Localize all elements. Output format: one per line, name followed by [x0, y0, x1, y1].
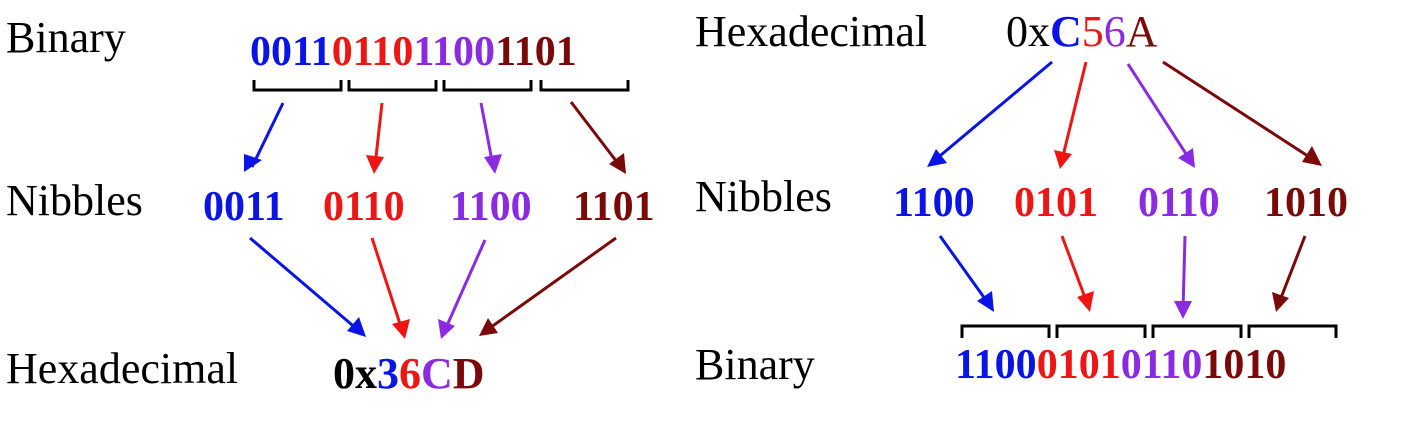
left-bracket-3 [442, 80, 533, 92]
left-arrowhead-maroon-2 [479, 318, 498, 336]
right-arrowhead-purple-1 [1178, 148, 1195, 168]
right-arrow-maroon-1 [1162, 60, 1315, 162]
left-arrow-blue-2 [249, 236, 359, 332]
right-arrowhead-purple-2 [1174, 301, 1192, 319]
right-binary-label: Binary [695, 340, 815, 389]
left-arrow-red-2 [370, 237, 404, 331]
right-arrowhead-maroon-1 [1302, 146, 1322, 166]
left-arrow-blue-1 [250, 102, 285, 168]
right-nibbles-row: 1100 0101 0110 1010 [893, 180, 1348, 226]
right-hex-digit-1: C [1050, 7, 1082, 56]
right-arrowhead-blue-1 [927, 149, 947, 167]
left-bracket-1 [252, 80, 343, 92]
right-bracket-2 [1055, 324, 1147, 338]
right-binary-nibble-2: 0101 [1037, 342, 1121, 388]
right-hex-value: 0xC56A [1006, 7, 1158, 56]
left-arrow-maroon-2 [486, 236, 617, 332]
left-binary-nibble-4: 1101 [495, 29, 577, 75]
left-arrow-purple-1 [479, 102, 495, 167]
left-arrowhead-blue-1 [244, 154, 262, 172]
right-arrowhead-maroon-2 [1272, 292, 1289, 312]
left-binary-nibble-2: 0110 [332, 29, 414, 75]
right-bracket-3 [1151, 324, 1243, 338]
left-nibble-2: 0110 [323, 184, 405, 230]
right-arrow-blue-2 [938, 235, 990, 304]
right-nibble-1: 1100 [893, 180, 975, 226]
left-arrowhead-purple-1 [484, 154, 502, 174]
right-arrow-red-1 [1060, 61, 1088, 161]
right-nibble-4: 1010 [1264, 180, 1348, 226]
right-arrows-hex-to-nibbles [927, 60, 1322, 169]
right-hex-prefix: 0x [1006, 7, 1050, 56]
left-arrows-nibbles-to-hex [249, 236, 617, 339]
left-arrow-red-1 [373, 102, 384, 167]
right-arrows-nibbles-to-binary [938, 235, 1307, 319]
left-bracket-2 [347, 80, 438, 92]
left-arrowhead-maroon-1 [609, 153, 626, 174]
left-arrowhead-purple-2 [438, 319, 455, 339]
right-hex-digit-3: 6 [1104, 7, 1126, 56]
left-nibble-1: 0011 [203, 184, 285, 230]
left-hex-prefix: 0x [333, 349, 377, 398]
right-arrowhead-red-1 [1054, 150, 1072, 169]
left-binary-label: Binary [6, 13, 126, 62]
right-nibble-2: 0101 [1014, 180, 1098, 226]
right-arrow-blue-1 [934, 60, 1053, 162]
left-nibbles-label: Nibbles [6, 176, 143, 225]
right-nibble-3: 0110 [1138, 180, 1220, 226]
left-arrows-binary-to-nibbles [244, 101, 626, 174]
right-binary-nibble-4: 1010 [1202, 342, 1286, 388]
left-nibble-3: 1100 [450, 184, 532, 230]
right-arrowhead-red-2 [1077, 291, 1094, 312]
left-hex-digit-3: C [421, 349, 453, 398]
right-arrow-purple-2 [1181, 235, 1187, 311]
left-binary-brackets [252, 80, 630, 92]
left-hex-digit-4: D [453, 349, 485, 398]
left-nibbles-row: 0011 0110 1100 1101 [203, 184, 655, 230]
left-binary-string: 0011011011001101 [250, 29, 577, 75]
left-panel-binary-to-hex: Binary Nibbles Hexadecimal 0011011011001… [6, 13, 655, 398]
left-arrowhead-blue-2 [347, 317, 366, 337]
left-bracket-4 [539, 80, 630, 92]
right-binary-nibble-3: 0110 [1121, 342, 1203, 388]
left-binary-nibble-1: 0011 [250, 29, 332, 75]
left-binary-nibble-3: 1100 [413, 29, 495, 75]
right-arrowhead-blue-2 [977, 291, 994, 312]
left-arrow-purple-2 [443, 239, 487, 331]
left-hex-digit-2: 6 [399, 349, 421, 398]
right-binary-brackets [960, 324, 1338, 338]
right-bracket-1 [960, 324, 1051, 338]
right-bracket-4 [1247, 324, 1338, 338]
right-arrow-purple-1 [1126, 63, 1192, 161]
left-hex-label: Hexadecimal [6, 344, 238, 393]
right-nibbles-label: Nibbles [695, 172, 832, 221]
left-arrow-maroon-1 [569, 101, 622, 167]
right-hex-digit-4: A [1126, 7, 1158, 56]
left-arrowhead-red-2 [392, 319, 410, 339]
right-arrow-maroon-2 [1277, 235, 1307, 304]
right-hex-digit-2: 5 [1082, 7, 1104, 56]
right-panel-hex-to-binary: Hexadecimal Nibbles Binary 0xC56A 1100 0… [695, 7, 1348, 389]
left-hex-value: 0x36CD [333, 349, 485, 398]
left-hex-digit-1: 3 [377, 349, 399, 398]
right-arrow-red-2 [1060, 235, 1089, 304]
right-hex-label: Hexadecimal [695, 7, 927, 56]
left-arrowhead-red-1 [366, 155, 384, 174]
left-nibble-4: 1101 [573, 184, 655, 230]
right-binary-string: 1100010101101010 [955, 342, 1286, 388]
right-binary-nibble-1: 1100 [955, 342, 1037, 388]
